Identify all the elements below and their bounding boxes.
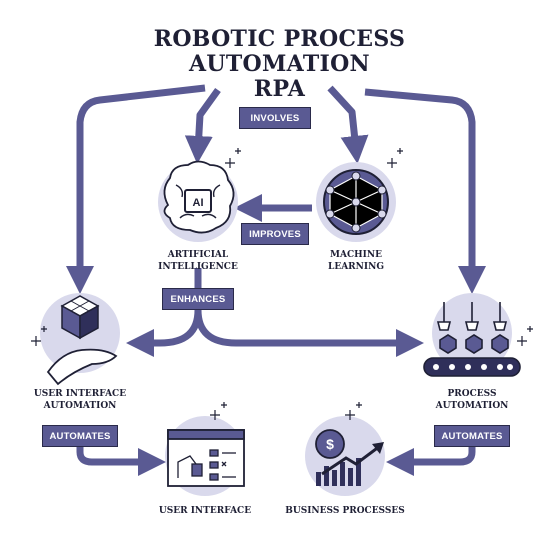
- arrow-title-to-ml: [327, 85, 369, 164]
- ai-label: ARTIFICIAL INTELLIGENCE: [140, 249, 256, 273]
- arrow-title-to-pa: [364, 88, 486, 294]
- improves-tag: IMPROVES: [241, 223, 309, 245]
- sparkle-icon: [225, 148, 241, 168]
- arrow-title-to-ai: [184, 87, 221, 164]
- ml-label-line-1: MACHINE: [330, 250, 382, 260]
- title-line-1: ROBOTIC PROCESS: [153, 26, 406, 52]
- pa-label-line-2: AUTOMATION: [435, 401, 509, 411]
- bp-label: BUSINESS PROCESSES: [285, 506, 405, 516]
- automates-tag-right: AUTOMATES: [434, 425, 510, 447]
- uia-label: USER INTERFACE AUTOMATION: [18, 388, 142, 412]
- user-interface-window-icon: [165, 416, 245, 496]
- svg-text:$: $: [326, 436, 334, 452]
- ml-label-line-2: LEARNING: [328, 262, 384, 272]
- ai-label-line-2: INTELLIGENCE: [158, 262, 238, 272]
- arrow-pa-to-bp: [386, 446, 476, 476]
- involves-tag: INVOLVES: [239, 107, 311, 129]
- sparkle-icon: [210, 402, 227, 420]
- uia-label-line-2: AUTOMATION: [43, 401, 117, 411]
- title-line-2: AUTOMATION: [189, 51, 370, 77]
- uia-label-line-1: USER INTERFACE: [33, 389, 127, 399]
- arrow-enhances-to-pa: [194, 309, 424, 357]
- sparkle-icon: [517, 326, 533, 346]
- ai-chip-text: AI: [193, 197, 204, 209]
- pa-label: PROCESS AUTOMATION: [410, 388, 534, 412]
- dollar-growth-chart-icon: $: [305, 416, 385, 496]
- sparkle-icon: [387, 148, 403, 168]
- ml-label: MACHINE LEARNING: [298, 249, 414, 273]
- sparkle-icon: [31, 326, 47, 346]
- pa-label-line-1: PROCESS: [447, 389, 497, 399]
- ai-label-line-1: ARTIFICIAL: [167, 250, 229, 260]
- sparkle-icon: [345, 402, 362, 420]
- conveyor-robot-arm-icon: [423, 293, 521, 377]
- ai-brain-icon: AI: [158, 160, 238, 242]
- machine-learning-network-icon: [316, 162, 396, 242]
- connector-arrows: [66, 84, 486, 476]
- automates-tag-left: AUTOMATES: [42, 425, 118, 447]
- enhances-tag: ENHANCES: [162, 288, 234, 310]
- hand-cube-icon: [40, 293, 120, 386]
- arrow-title-to-uia: [66, 84, 206, 294]
- arrow-uia-to-ui: [76, 446, 166, 476]
- arrow-enhances-to-uia: [126, 309, 202, 357]
- ui-label: USER INTERFACE: [158, 506, 252, 516]
- title-line-3: RPA: [253, 76, 306, 102]
